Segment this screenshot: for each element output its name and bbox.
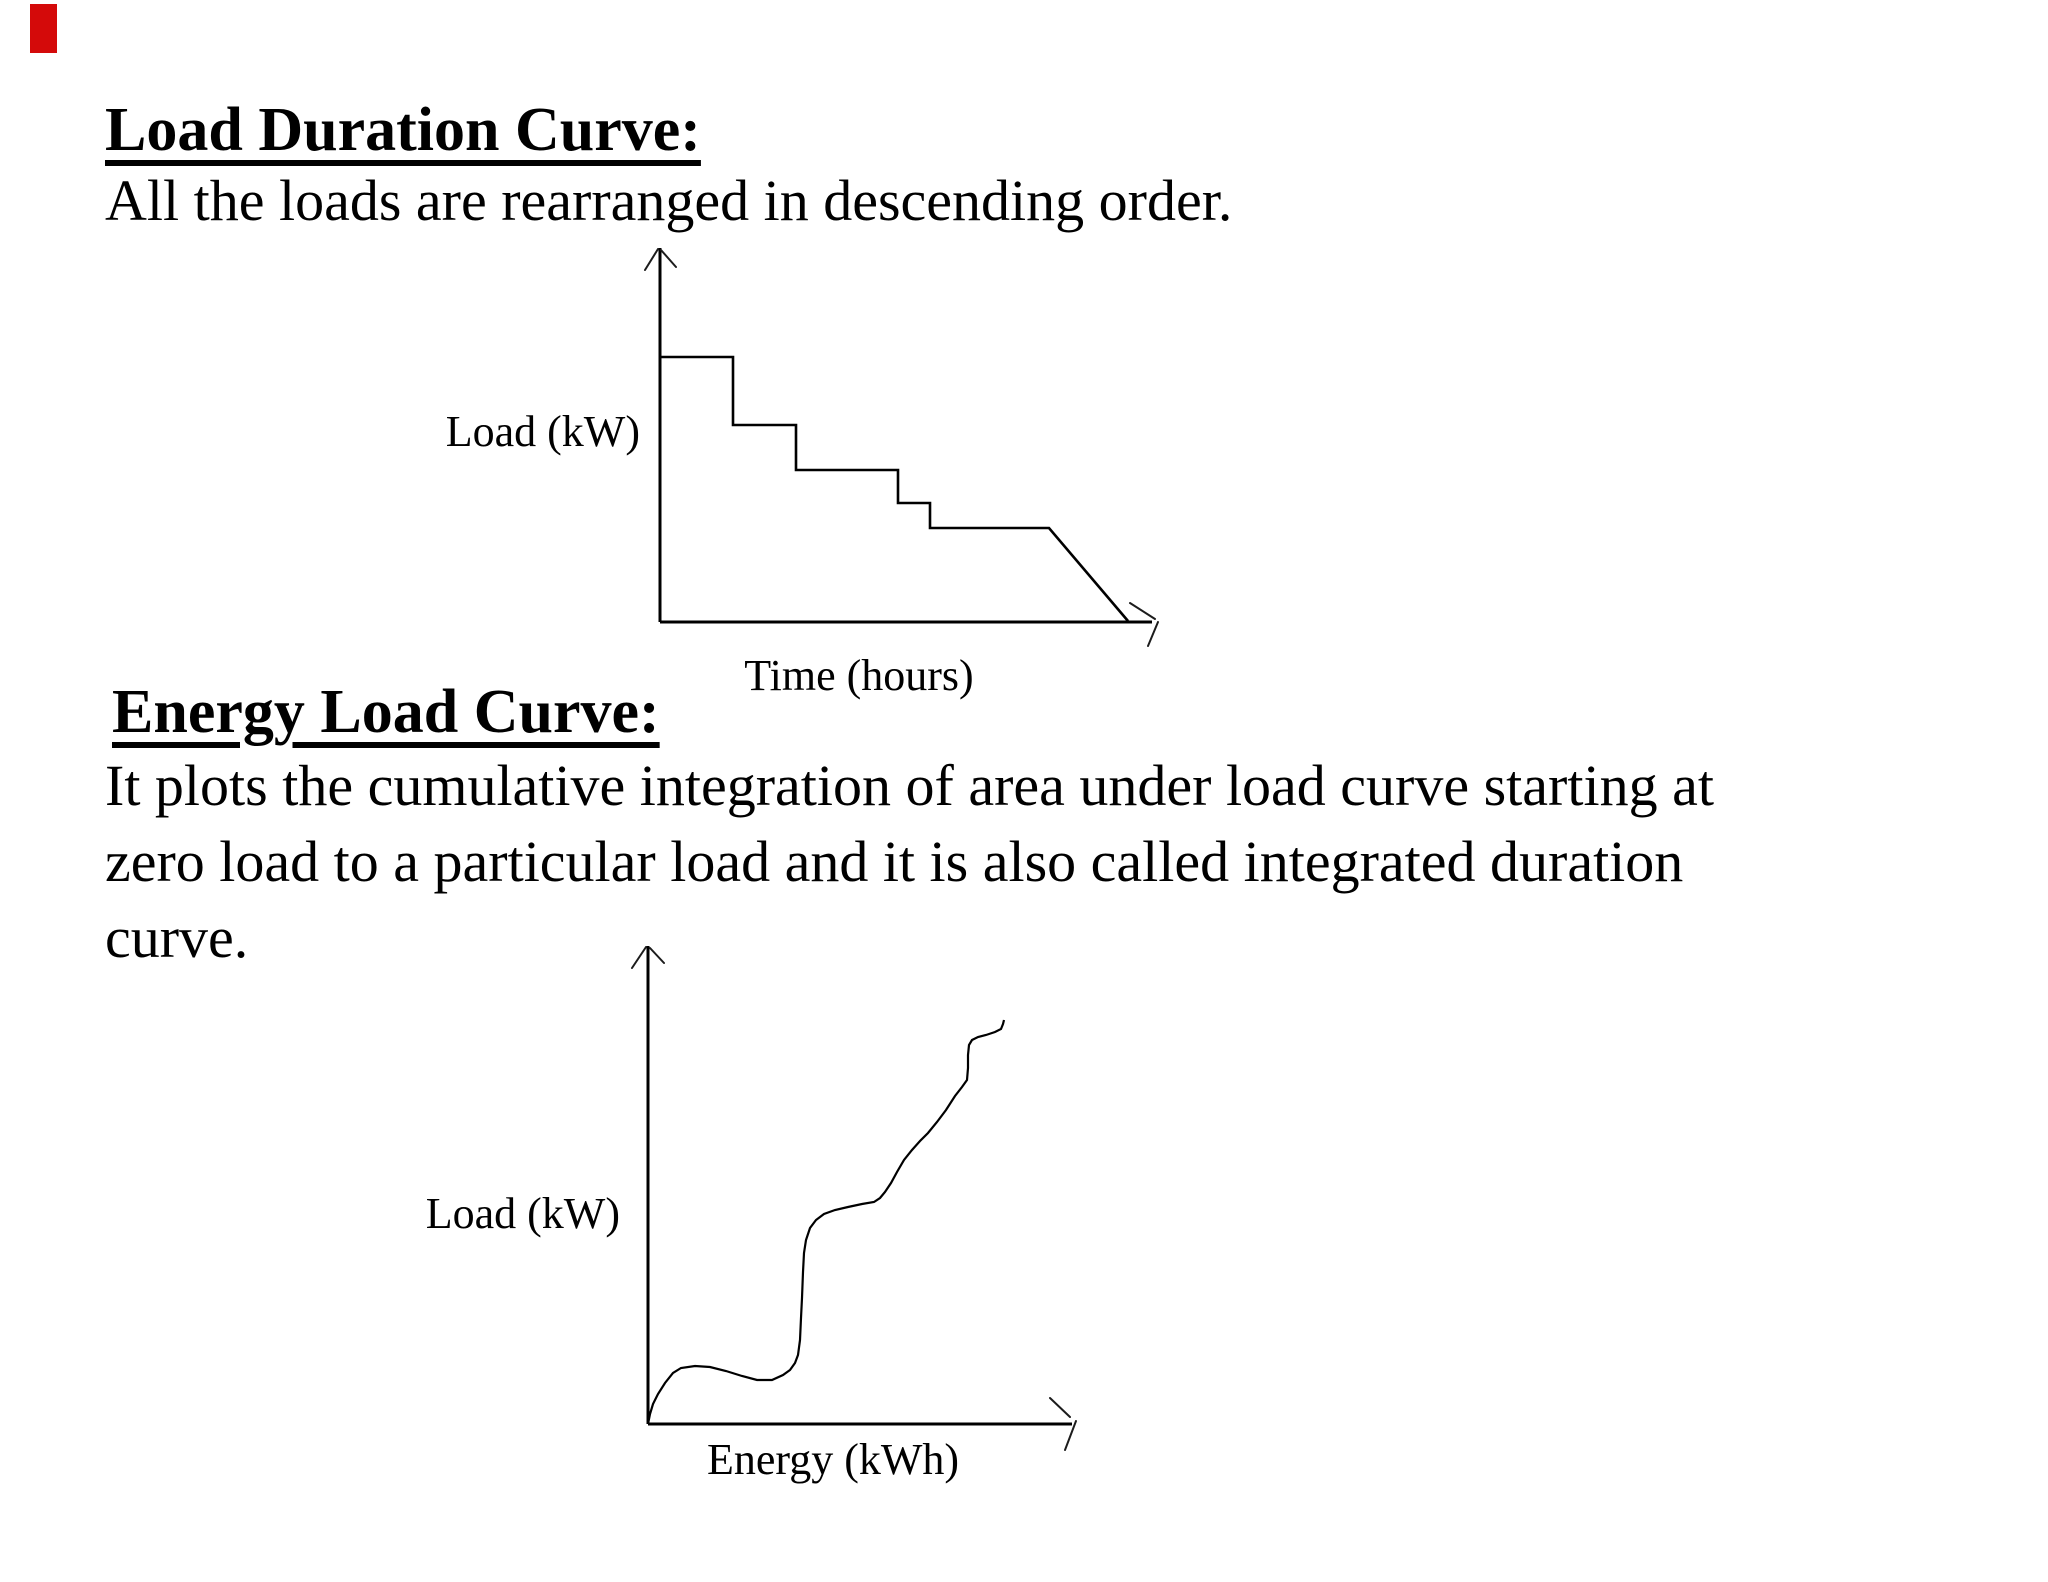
load-duration-curve-line <box>660 355 1129 622</box>
heading-load-duration-curve: Load Duration Curve: <box>105 96 701 164</box>
energy-load-curve-line <box>646 1019 1006 1425</box>
x-axis-arrow-icon <box>1129 602 1159 647</box>
paragraph-load-duration: All the loads are rearranged in descendi… <box>105 168 1233 233</box>
paragraph-energy-load-line3: curve. <box>105 905 249 970</box>
figure1-x-axis-label: Time (hours) <box>744 651 973 700</box>
figure1-y-axis-label: Load (kW) <box>446 407 640 456</box>
red-marker <box>30 4 57 53</box>
figure2-x-axis-label: Energy (kWh) <box>707 1435 959 1484</box>
figure-energy-load-curve: Load (kW) Energy (kWh) <box>380 925 1120 1490</box>
y-axis-arrow-icon <box>644 248 677 271</box>
x-axis-arrow-icon <box>1049 1397 1077 1451</box>
figure-load-duration-curve: Load (kW) Time (hours) <box>440 233 1190 705</box>
figure2-y-axis-label: Load (kW) <box>426 1189 620 1238</box>
paragraph-energy-load-line1: It plots the cumulative integration of a… <box>105 753 1714 818</box>
heading-energy-load-curve: Energy Load Curve: <box>112 678 660 746</box>
paragraph-energy-load-line2: zero load to a particular load and it is… <box>105 829 1684 894</box>
y-axis-arrow-icon <box>631 946 665 969</box>
